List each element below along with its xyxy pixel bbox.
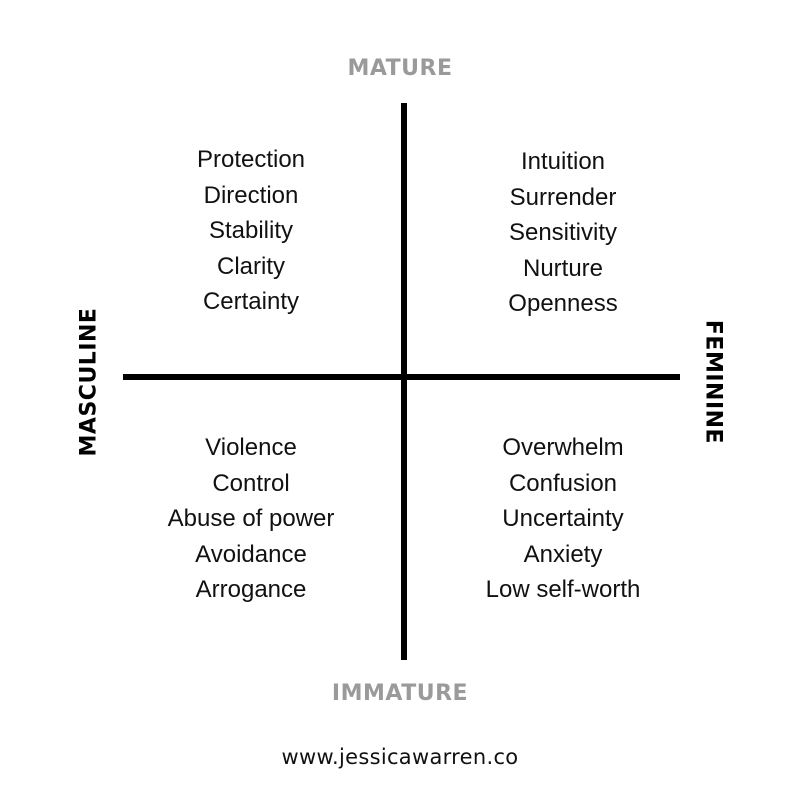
trait-item: Overwhelm bbox=[502, 434, 624, 461]
trait-item: Low self-worth bbox=[485, 576, 641, 604]
trait-item: Control bbox=[212, 469, 290, 497]
trait-item: Anxiety bbox=[523, 540, 603, 568]
trait-item: Openness bbox=[508, 290, 618, 318]
vertical-axis-line bbox=[401, 103, 407, 660]
trait-item: Nurture bbox=[522, 254, 604, 282]
quadrant-mature-feminine: Intuition Surrender Sensitivity Nurture … bbox=[443, 144, 683, 322]
trait-item: Arrogance bbox=[195, 576, 307, 604]
trait-item: Abuse of power bbox=[167, 505, 335, 533]
axis-label-immature: IMMATURE bbox=[331, 681, 469, 706]
quadrant-immature-masculine: Violence Control Abuse of power Avoidanc… bbox=[131, 430, 371, 608]
horizontal-axis-line bbox=[123, 374, 680, 380]
trait-item: Intuition bbox=[520, 148, 606, 175]
trait-item: Protection bbox=[196, 146, 306, 173]
trait-item: Avoidance bbox=[195, 540, 307, 568]
footer-website-url: www.jessicawarren.co bbox=[281, 745, 519, 769]
trait-item: Uncertainty bbox=[502, 505, 624, 533]
axis-label-feminine: FEMININE bbox=[700, 319, 726, 445]
trait-item: Sensitivity bbox=[508, 219, 618, 247]
axis-label-masculine: MASCULINE bbox=[76, 307, 102, 457]
trait-item: Stability bbox=[208, 217, 294, 245]
trait-item: Violence bbox=[205, 434, 297, 461]
trait-item: Direction bbox=[203, 181, 299, 209]
trait-item: Confusion bbox=[508, 469, 618, 497]
axis-label-mature: MATURE bbox=[347, 56, 453, 81]
quadrant-immature-feminine: Overwhelm Confusion Uncertainty Anxiety … bbox=[443, 430, 683, 608]
quadrant-mature-masculine: Protection Direction Stability Clarity C… bbox=[131, 142, 371, 320]
trait-item: Surrender bbox=[509, 183, 617, 211]
trait-item: Clarity bbox=[216, 252, 285, 280]
trait-item: Certainty bbox=[202, 288, 300, 316]
